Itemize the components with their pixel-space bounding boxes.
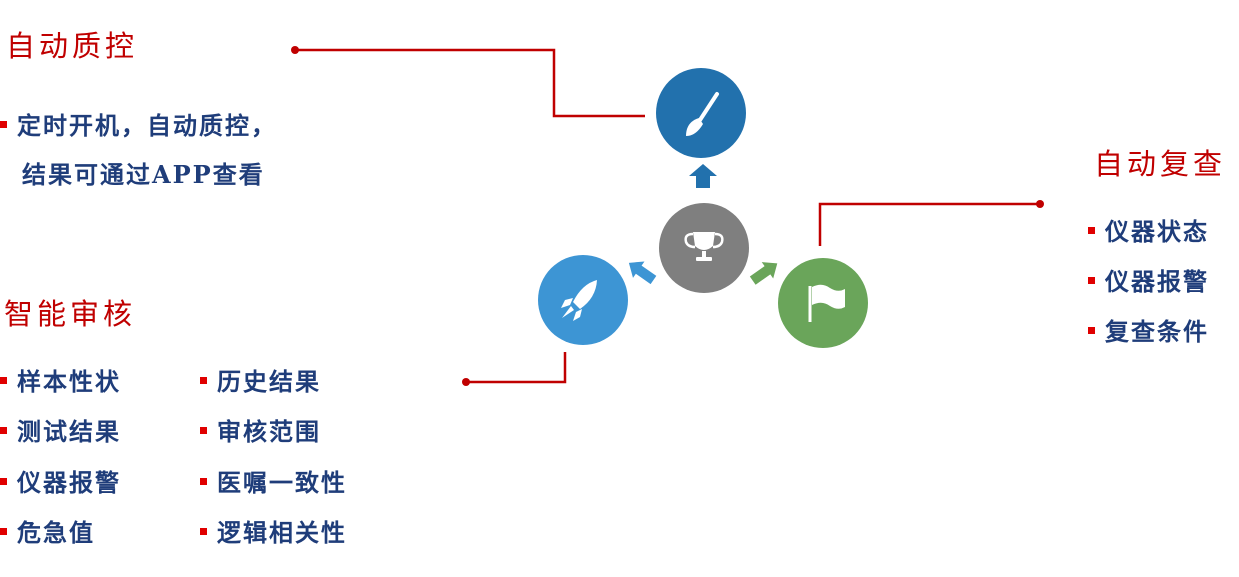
- rocket-icon: [561, 280, 597, 321]
- audit-item: 审核范围: [200, 420, 321, 444]
- review-item: 复查条件: [1088, 320, 1209, 344]
- trophy-icon: [684, 232, 724, 261]
- connector-qc: [291, 46, 645, 118]
- bullet-marker: [200, 427, 207, 434]
- bullet-marker: [1088, 227, 1095, 234]
- audit-title: 智能审核: [4, 297, 137, 331]
- bullet-marker: [0, 377, 7, 384]
- arrow-right: [749, 262, 778, 285]
- bullet-marker: [0, 478, 7, 485]
- bullet-marker: [0, 528, 7, 535]
- audit-item-text: 危急值: [17, 518, 95, 547]
- review-item-text: 仪器状态: [1105, 217, 1209, 246]
- bullet-marker: [0, 121, 7, 128]
- audit-item: 仪器报警: [0, 471, 121, 495]
- arrow-up: [689, 164, 717, 188]
- paintbrush-icon: [686, 92, 719, 136]
- audit-item: 危急值: [0, 521, 95, 545]
- qc-title: 自动质控: [6, 29, 139, 63]
- audit-item: 历史结果: [200, 370, 321, 394]
- audit-item-text: 逻辑相关性: [217, 518, 347, 547]
- bullet-marker: [200, 377, 207, 384]
- review-item: 仪器报警: [1088, 270, 1209, 294]
- audit-item: 医嘱一致性: [200, 471, 347, 495]
- audit-item: 逻辑相关性: [200, 521, 347, 545]
- audit-item-text: 样本性状: [17, 367, 121, 396]
- audit-item: 样本性状: [0, 370, 121, 394]
- connector-review: [818, 200, 1044, 246]
- audit-item-text: 审核范围: [217, 417, 321, 446]
- audit-item-text: 历史结果: [217, 367, 321, 396]
- audit-item: 测试结果: [0, 420, 121, 444]
- bullet-marker: [1088, 327, 1095, 334]
- qc-line-2: 结果可通过APP查看: [22, 160, 265, 189]
- audit-item-text: 仪器报警: [17, 468, 121, 497]
- review-item-text: 复查条件: [1105, 317, 1209, 346]
- review-item: 仪器状态: [1088, 220, 1209, 244]
- bullet-marker: [200, 528, 207, 535]
- connector-audit: [462, 352, 567, 386]
- review-title: 自动复查: [1094, 147, 1227, 181]
- left-node: [538, 255, 628, 345]
- bullet-marker: [1088, 277, 1095, 284]
- top-node: [656, 68, 746, 158]
- bullet-marker: [0, 427, 7, 434]
- qc-line-1: 定时开机，自动质控，: [0, 114, 277, 138]
- audit-item-text: 测试结果: [17, 417, 121, 446]
- right-node: [778, 258, 868, 348]
- arrow-left: [628, 261, 657, 285]
- flag-icon: [808, 284, 845, 322]
- review-item-text: 仪器报警: [1105, 267, 1209, 296]
- center-node: [659, 203, 749, 293]
- bullet-marker: [200, 478, 207, 485]
- qc-line-1-text: 定时开机，自动质控，: [17, 111, 277, 140]
- audit-item-text: 医嘱一致性: [217, 468, 347, 497]
